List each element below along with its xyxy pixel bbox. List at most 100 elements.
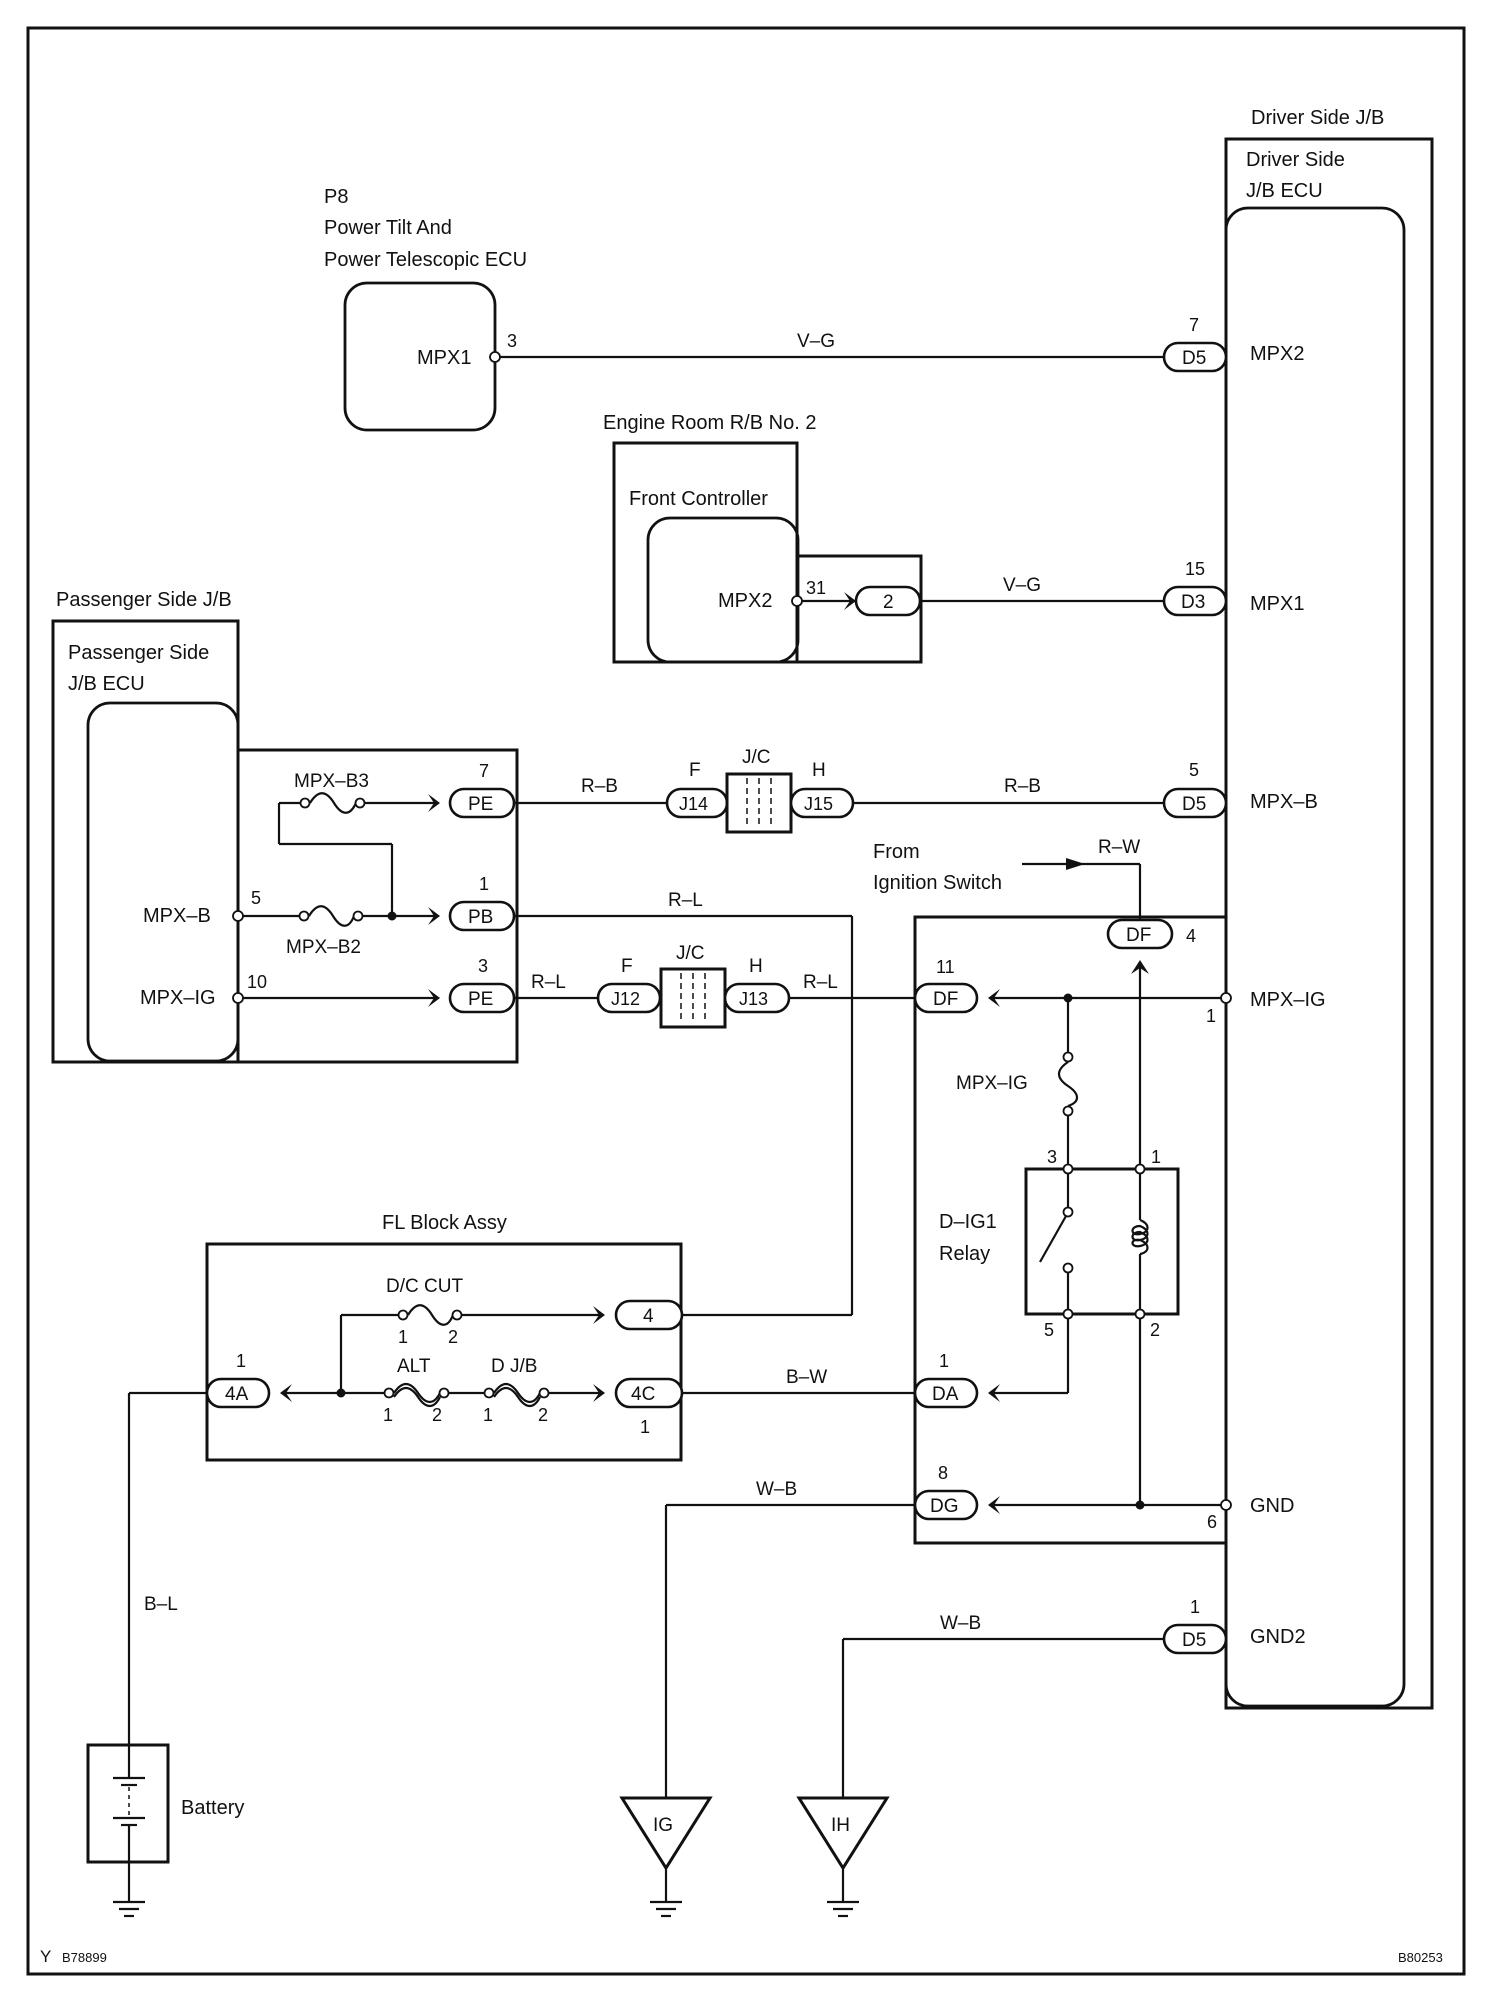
arrow-df-top	[1131, 960, 1149, 974]
ground-ih-triangle	[796, 1796, 890, 1871]
driver-pin-mpx2: MPX2	[1250, 343, 1304, 365]
driver-ecu-label-2: J/B ECU	[1246, 180, 1323, 202]
driver-jb-title: Driver Side J/B	[1251, 107, 1384, 129]
fuse-dc-cut	[407, 1304, 455, 1326]
pin-fc-mpx2: 31	[806, 578, 826, 598]
fuse-dc-cut-label: D/C CUT	[386, 1276, 463, 1297]
connector-d5-mpxb	[1162, 787, 1228, 819]
relay-switch-blade	[1039, 1215, 1067, 1263]
battery-label: Battery	[181, 1797, 244, 1819]
engine-rb-title: Engine Room R/B No. 2	[603, 412, 816, 434]
p8-name-line1: Power Tilt And	[324, 217, 452, 239]
ground-ig: IG	[619, 1796, 713, 1918]
ground-ih: IH	[796, 1796, 890, 1918]
fuse-mpxb2-term-r	[352, 910, 364, 922]
pin-djb-2: 2	[538, 1405, 548, 1425]
passenger-ecu-box	[86, 701, 240, 1063]
arrow-c4c	[593, 1384, 605, 1402]
fuse-dc-term-r	[451, 1309, 463, 1321]
pin-relay-1: 1	[1151, 1147, 1161, 1167]
wire-label-rl-left: R–L	[531, 972, 566, 993]
fuse-alt	[393, 1382, 441, 1404]
wire-label-rb-left: R–B	[581, 776, 618, 797]
connector-dg-label: DG	[930, 1496, 959, 1517]
fuse-mpxig-label: MPX–IG	[956, 1073, 1028, 1094]
passenger-side-jb: Passenger Side J/B Passenger Side J/B EC…	[51, 589, 519, 1064]
p8-pin-label: MPX1	[417, 347, 471, 369]
fuse-djb-term-r	[538, 1387, 550, 1399]
connector-d5-gnd2-label: D5	[1182, 1630, 1206, 1651]
pin-pe-top: 7	[479, 761, 489, 781]
wire-label-wb-right: W–B	[940, 1613, 981, 1634]
driver-gnd-terminal	[1220, 1499, 1232, 1511]
fuse-mpxb3-label: MPX–B3	[294, 771, 369, 792]
connector-2-label: 2	[883, 592, 894, 613]
wire-label-rl-top: R–L	[668, 890, 703, 911]
wire-label-rw: R–W	[1098, 837, 1140, 858]
fuse-alt-term-r	[438, 1387, 450, 1399]
fuse-alt-term-l	[383, 1387, 395, 1399]
pin-dg: 8	[938, 1463, 948, 1483]
jc-bottom-f: F	[621, 956, 633, 977]
fuse-alt-label: ALT	[397, 1356, 431, 1377]
passenger-jb-title: Passenger Side J/B	[56, 589, 232, 611]
pin-relay-3: 3	[1047, 1147, 1057, 1167]
connector-df-top-label: DF	[1126, 925, 1151, 946]
driver-pin-gnd2: GND2	[1250, 1626, 1306, 1648]
connector-4c-label: 4C	[631, 1384, 655, 1405]
relay-switch-contact-bottom	[1062, 1262, 1074, 1274]
connector-d5-mpx2	[1162, 341, 1228, 373]
fuse-djb	[493, 1382, 541, 1404]
pin-gnd: 6	[1207, 1512, 1217, 1532]
fuse-mpxig-term-b	[1062, 1105, 1074, 1117]
front-controller-label: Front Controller	[629, 488, 768, 510]
pin-d5-mpx2: 7	[1189, 315, 1199, 335]
connector-df-top	[1106, 918, 1174, 950]
pin-relay-5: 5	[1044, 1320, 1054, 1340]
footer-left-code: B78899	[62, 1950, 107, 1965]
pin-pass-mpxb: 5	[251, 888, 261, 908]
relay-block: DF 4 DF 11 1 MPX–IG D–IG1 Relay 3 1 5 2	[913, 915, 1232, 1545]
driver-ecu-box	[1224, 206, 1406, 1708]
pin-df-left: 11	[936, 957, 955, 977]
connector-j15-label: J15	[804, 794, 833, 814]
page-frame	[26, 26, 1466, 1976]
wire-label-bl: B–L	[144, 1594, 178, 1615]
fl-block-label: FL Block Assy	[382, 1212, 507, 1234]
relay-label-2: Relay	[939, 1243, 990, 1265]
driver-pin-gnd: GND	[1250, 1495, 1294, 1517]
connector-j12-label: J12	[611, 989, 640, 1009]
from-ignition-line2: Ignition Switch	[873, 872, 1002, 894]
connector-d5-mpx2-label: D5	[1182, 348, 1206, 369]
engine-room-rb-2: Engine Room R/B No. 2 Front Controller M…	[603, 412, 923, 664]
wire-label-rl-right: R–L	[803, 972, 838, 993]
fuse-djb-term-l	[483, 1387, 495, 1399]
wire-label-vg-top: V–G	[797, 331, 835, 352]
pin-relay-2: 2	[1150, 1320, 1160, 1340]
passenger-ecu-label-1: Passenger Side	[68, 642, 209, 664]
pin-dc-cut-1: 1	[398, 1327, 408, 1347]
connector-j13-label: J13	[739, 989, 768, 1009]
pin-alt-2: 2	[432, 1405, 442, 1425]
p8-pin-terminal	[489, 351, 501, 363]
driver-ecu-label-1: Driver Side	[1246, 149, 1345, 171]
pin-pb: 1	[479, 874, 489, 894]
connector-d3-mpx1	[1162, 585, 1228, 617]
connector-df-left	[913, 982, 979, 1014]
battery: Battery	[86, 1743, 244, 1918]
pin-df-top: 4	[1186, 926, 1196, 946]
arrow-c4	[593, 1306, 605, 1324]
jc-bottom-h: H	[749, 956, 763, 977]
wire-label-bw: B–W	[786, 1367, 827, 1388]
fl-block-box	[205, 1242, 683, 1462]
jc-top-h: H	[812, 760, 826, 781]
connector-pb-label: PB	[468, 907, 493, 928]
fuse-mpxb2	[308, 905, 356, 927]
ground-ig-label: IG	[653, 1815, 673, 1836]
jc-bottom-label: J/C	[676, 943, 705, 964]
footer-right-code: B80253	[1398, 1950, 1443, 1965]
ground-ih-label: IH	[831, 1815, 850, 1836]
driver-pin-mpxig: MPX–IG	[1250, 989, 1326, 1011]
wire-label-wb-left: W–B	[756, 1479, 797, 1500]
